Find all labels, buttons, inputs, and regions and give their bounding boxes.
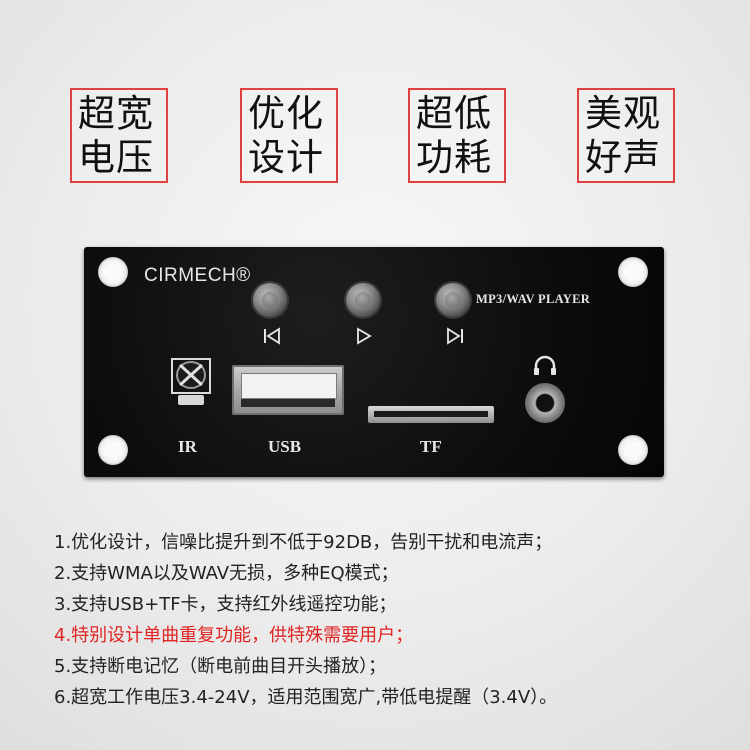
tf-label: TF: [420, 437, 442, 456]
ir-receiver: [171, 358, 211, 405]
previous-button[interactable]: [253, 283, 287, 317]
audio-jack[interactable]: [525, 383, 565, 423]
ir-label: IR: [178, 437, 197, 456]
next-icon: [447, 327, 463, 345]
badge-good-sound: 美观 好声: [577, 88, 675, 183]
badge-low-power: 超低 功耗: [408, 88, 506, 183]
usb-label: USB: [268, 437, 302, 456]
feature-line-highlight: 4.特别设计单曲重复功能，供特殊需要用户；: [54, 625, 414, 646]
feature-line: 6.超宽工作电压3.4-24V，适用范围宽广,带低电提醒（3.4V）。: [54, 687, 558, 708]
headphone-icon: [534, 355, 556, 375]
mount-hole: [618, 435, 648, 465]
badge-text: 优化 设计: [248, 92, 324, 179]
tf-card-slot[interactable]: [368, 406, 494, 423]
play-icon: [357, 327, 372, 345]
feature-line: 3.支持USB+TF卡，支持红外线遥控功能；: [54, 594, 397, 615]
player-label: MP3/WAV PLAYER: [476, 292, 591, 306]
mp3-decoder-board: CIRMECH® MP3/WAV PLAYER IR USB: [84, 247, 664, 477]
badge-text: 超宽 电压: [78, 92, 154, 179]
badge-wide-voltage: 超宽 电压: [70, 88, 168, 183]
feature-list: 1.优化设计，信噪比提升到不低于92DB，告别干扰和电流声； 2.支持WMA以及…: [54, 527, 744, 713]
mount-hole: [98, 435, 128, 465]
feature-line: 2.支持WMA以及WAV无损，多种EQ模式；: [54, 563, 399, 584]
play-button[interactable]: [346, 283, 380, 317]
feature-line: 1.优化设计，信噪比提升到不低于92DB，告别干扰和电流声；: [54, 532, 553, 553]
next-button[interactable]: [436, 283, 470, 317]
brand-label: CIRMECH®: [144, 265, 251, 286]
feature-line: 5.支持断电记忆（断电前曲目开头播放）；: [54, 656, 387, 677]
badge-text: 超低 功耗: [416, 92, 492, 179]
badge-text: 美观 好声: [585, 92, 661, 179]
usb-port[interactable]: [232, 365, 344, 415]
mount-hole: [618, 257, 648, 287]
badge-optimized-design: 优化 设计: [240, 88, 338, 183]
mount-hole: [98, 257, 128, 287]
previous-icon: [264, 327, 280, 345]
